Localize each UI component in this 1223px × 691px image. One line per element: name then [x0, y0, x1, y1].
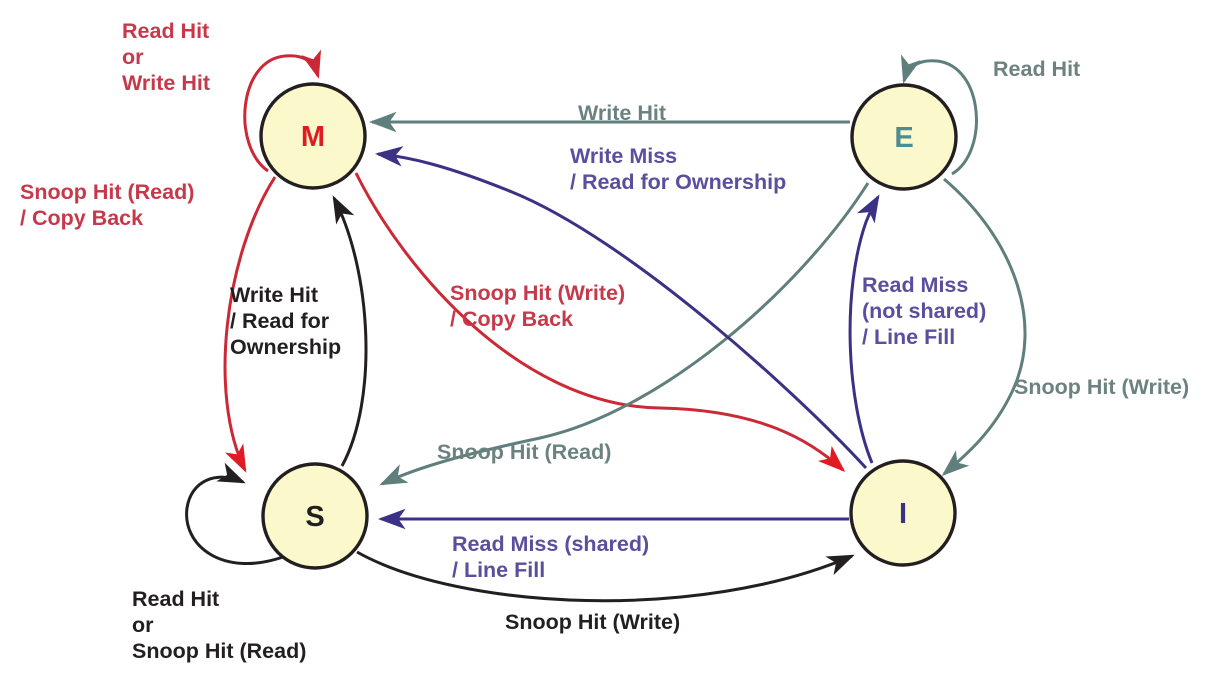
label-e-to-s-line-1: Snoop Hit (Read) [437, 440, 611, 464]
label-m-to-i-line-1: Snoop Hit (Write) [450, 281, 625, 305]
label-i-to-e-line-3: / Line Fill [862, 325, 955, 349]
label-i-to-m: Write Miss / Read for Ownership [570, 144, 816, 194]
label-m-to-s-line-2: / Copy Back [20, 206, 143, 230]
label-i-to-e-line-2: (not shared) [862, 299, 986, 323]
label-m-self-line-2: or [122, 45, 144, 69]
node-e-circle[interactable] [850, 83, 958, 191]
edge-i-to-e [848, 194, 880, 464]
label-s-to-i-line-1: Snoop Hit (Write) [505, 610, 680, 634]
node-s-circle[interactable] [261, 462, 369, 570]
label-m-to-s: Snoop Hit (Read) / Copy Back [20, 180, 236, 230]
label-m-to-i-line-2: / Copy Back [450, 307, 573, 331]
node-s[interactable]: S [261, 462, 369, 570]
label-e-to-i: Snoop Hit (Write) [1014, 375, 1219, 399]
label-s-to-m: Write Hit / Read for Ownership [230, 283, 371, 359]
label-s-to-i: Snoop Hit (Write) [505, 610, 710, 634]
label-e-self: Read Hit [993, 57, 1110, 81]
node-s-label: S [305, 501, 324, 533]
node-i-label: I [899, 498, 907, 530]
node-e-label: E [894, 122, 913, 154]
edge-m-to-s [223, 176, 277, 473]
label-s-self-line-2: or [132, 613, 154, 637]
label-e-to-m-line-1: Write Hit [578, 101, 666, 125]
label-i-to-e: Read Miss (not shared) / Line Fill [862, 273, 1028, 349]
label-s-self-line-3: Snoop Hit (Read) [132, 639, 306, 663]
label-i-to-s-line-1: Read Miss (shared) [452, 532, 649, 556]
label-e-to-m: Write Hit [578, 101, 696, 125]
label-i-to-s: Read Miss (shared) / Line Fill [452, 532, 691, 582]
node-i-circle[interactable] [849, 459, 957, 567]
label-m-self: Read Hit or Write Hit [122, 19, 251, 95]
edge-m-self [243, 49, 322, 173]
node-e[interactable]: E [850, 83, 958, 191]
edge-s-self [185, 462, 284, 566]
edge-i-to-m [375, 146, 868, 470]
node-i[interactable]: I [849, 459, 957, 567]
label-s-to-m-line-1: Write Hit [230, 283, 318, 307]
label-s-to-m-line-2: / Read for [230, 309, 330, 333]
label-i-to-s-line-2: / Line Fill [452, 558, 545, 582]
node-m[interactable]: M [259, 82, 367, 190]
label-s-self: Read Hit or Snoop Hit (Read) [132, 587, 336, 663]
node-m-circle[interactable] [259, 82, 367, 190]
label-e-self-line-1: Read Hit [993, 57, 1080, 81]
edge-s-to-m [332, 195, 368, 467]
label-m-to-i: Snoop Hit (Write) / Copy Back [450, 281, 667, 331]
edge-e-to-s [379, 182, 870, 486]
label-i-to-m-line-2: / Read for Ownership [570, 170, 786, 194]
label-m-to-s-line-1: Snoop Hit (Read) [20, 180, 194, 204]
label-s-to-m-line-3: Ownership [230, 335, 341, 359]
label-s-self-line-1: Read Hit [132, 587, 219, 611]
node-m-label: M [301, 121, 325, 153]
edge-m-to-i [354, 172, 846, 473]
edge-s-to-i [356, 550, 855, 603]
label-m-self-line-1: Read Hit [122, 19, 209, 43]
edge-e-to-i [941, 177, 1027, 476]
label-e-to-i-line-1: Snoop Hit (Write) [1014, 375, 1189, 399]
label-i-to-m-line-1: Write Miss [570, 144, 677, 168]
label-m-self-line-3: Write Hit [122, 71, 210, 95]
label-i-to-e-line-1: Read Miss [862, 273, 968, 297]
edge-e-self [900, 54, 978, 176]
label-e-to-s: Snoop Hit (Read) [437, 440, 641, 464]
